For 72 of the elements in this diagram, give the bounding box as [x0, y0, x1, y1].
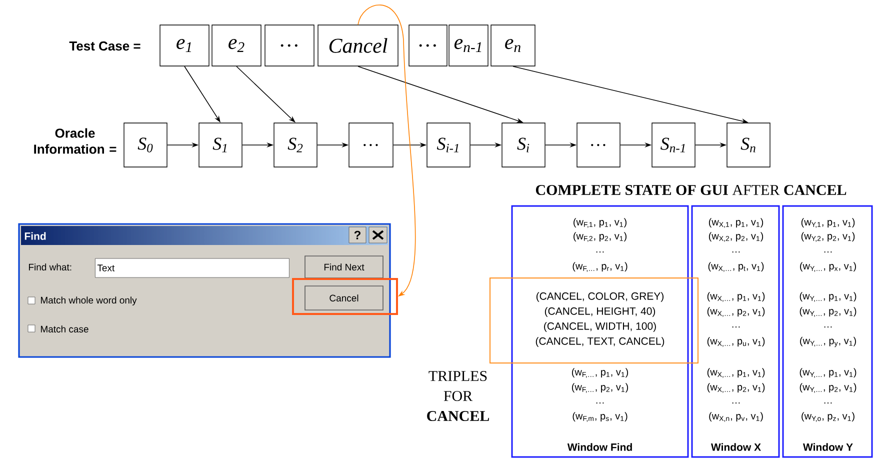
triple-text: …	[824, 402, 832, 404]
triple-text: (w$_{X,1}$, p$_{1}$, v$_{1}$)	[708, 218, 764, 228]
heading-text: COMPLETE STATE OF GUI AFTER CANCEL	[536, 184, 846, 196]
triple-text: …	[596, 251, 604, 253]
triple-text: …	[824, 251, 832, 253]
triple-text: (w$_{X,…}$, p$_{1}$, v$_{1}$)	[707, 292, 765, 302]
state-box: S$_{i-1}$	[426, 122, 470, 168]
window-label: Window Y	[803, 443, 853, 451]
window-title: Find	[24, 232, 46, 240]
state-box: S$_{2}$	[274, 122, 318, 168]
triple-text: (CANCEL, COLOR, GREY)	[536, 292, 664, 302]
triple-text: (w$_{X,…}$, p$_{u}$, v$_{1}$)	[707, 337, 765, 347]
triple-text: (w$_{F,…}$, p$_{r}$, v$_{1}$)	[572, 262, 628, 272]
triple-text: (w$_{F,…}$, p$_{1}$, v$_{1}$)	[572, 368, 628, 378]
triple-text: …	[732, 402, 740, 404]
triple-text: (w$_{Y,…}$, p$_{2}$, v$_{1}$)	[800, 383, 856, 393]
triple-text: (w$_{X,…}$, p$_{t}$, v$_{1}$)	[708, 262, 764, 272]
triple-text: (w$_{X,…}$, p$_{2}$, v$_{1}$)	[707, 307, 765, 317]
triple-text: (w$_{Y,2}$, p$_{2}$, v$_{1}$)	[801, 232, 855, 242]
checkbox-label: Match case	[40, 326, 88, 332]
triple-text: …	[732, 326, 740, 328]
triple-text: (CANCEL, HEIGHT, 40)	[544, 307, 656, 317]
triple-text: …	[824, 326, 832, 328]
event-box: e$_{2}$	[212, 24, 262, 66]
triple-text: (w$_{F,2}$, p$_{2}$, v$_{1}$)	[574, 232, 626, 242]
triple-text: (w$_{X,n}$, p$_{v}$, v$_{1}$)	[709, 412, 763, 422]
triple-text: (w$_{Y,1}$, p$_{1}$, v$_{1}$)	[801, 218, 855, 228]
triple-text: (w$_{F,…}$, p$_{2}$, v$_{1}$)	[572, 383, 628, 393]
triple-text: (w$_{F,1}$, p$_{1}$, v$_{1}$)	[574, 218, 626, 228]
window-label: Window X	[711, 443, 761, 451]
highlight-box	[292, 278, 398, 315]
event-box: e$_{n-1}$	[448, 24, 488, 66]
triple-text: (w$_{X,…}$, p$_{1}$, v$_{1}$)	[707, 368, 765, 378]
triple-text: (w$_{Y,…}$, p$_{2}$, v$_{1}$)	[800, 307, 856, 317]
event-box: …	[408, 24, 448, 66]
state-box: S$_{1}$	[198, 122, 242, 168]
cancel-button: Cancel	[304, 286, 384, 310]
triple-text: …	[596, 402, 604, 404]
event-box: …	[264, 24, 314, 66]
triple-text: (w$_{Y,o}$, p$_{z}$, v$_{1}$)	[802, 412, 854, 422]
triple-text: (CANCEL, TEXT, CANCEL)	[536, 337, 664, 347]
event-box: e$_{n}$	[490, 24, 536, 66]
state-box: S$_{n-1}$	[652, 122, 696, 168]
field-label: Find what:	[28, 264, 72, 270]
help-button: ?	[348, 226, 366, 244]
label-text: Test Case =	[69, 41, 140, 51]
arrow	[358, 4, 416, 296]
input-field: Text	[95, 258, 290, 278]
find-next-button: Find Next	[304, 256, 384, 278]
callout-text: TRIPLES FOR CANCEL	[427, 370, 490, 422]
triple-text: (CANCEL, WIDTH, 100)	[544, 322, 656, 332]
event-box: Cancel	[318, 24, 398, 66]
state-box: S$_{i}$	[502, 122, 546, 168]
window-panel	[511, 205, 689, 458]
checkbox-label: Match whole word only	[40, 296, 137, 306]
triple-text: (w$_{F,m}$, p$_{s}$, v$_{1}$)	[572, 412, 628, 422]
event-box: e$_{1}$	[160, 24, 210, 66]
triple-text: (w$_{Y,…}$, p$_{1}$, v$_{1}$)	[800, 368, 856, 378]
triple-text: (w$_{X,2}$, p$_{2}$, v$_{1}$)	[708, 232, 764, 242]
triple-text: (w$_{Y,…}$, p$_{x}$, v$_{1}$)	[800, 262, 856, 272]
window-panel	[691, 205, 780, 458]
state-box: …	[576, 122, 620, 168]
triple-text: (w$_{Y,…}$, p$_{y}$, v$_{1}$)	[800, 336, 856, 348]
triple-text: (w$_{X,…}$, p$_{2}$, v$_{1}$)	[707, 383, 765, 393]
window-label: Window Find	[567, 443, 632, 451]
window-panel	[782, 205, 873, 458]
highlight-box	[490, 278, 698, 364]
triple-text: (w$_{Y,…}$, p$_{1}$, v$_{1}$)	[800, 292, 856, 302]
state-box: S$_{n}$	[726, 122, 770, 168]
state-box: …	[348, 122, 394, 168]
triple-text: …	[732, 251, 740, 253]
state-box: S$_{0}$	[124, 122, 168, 168]
